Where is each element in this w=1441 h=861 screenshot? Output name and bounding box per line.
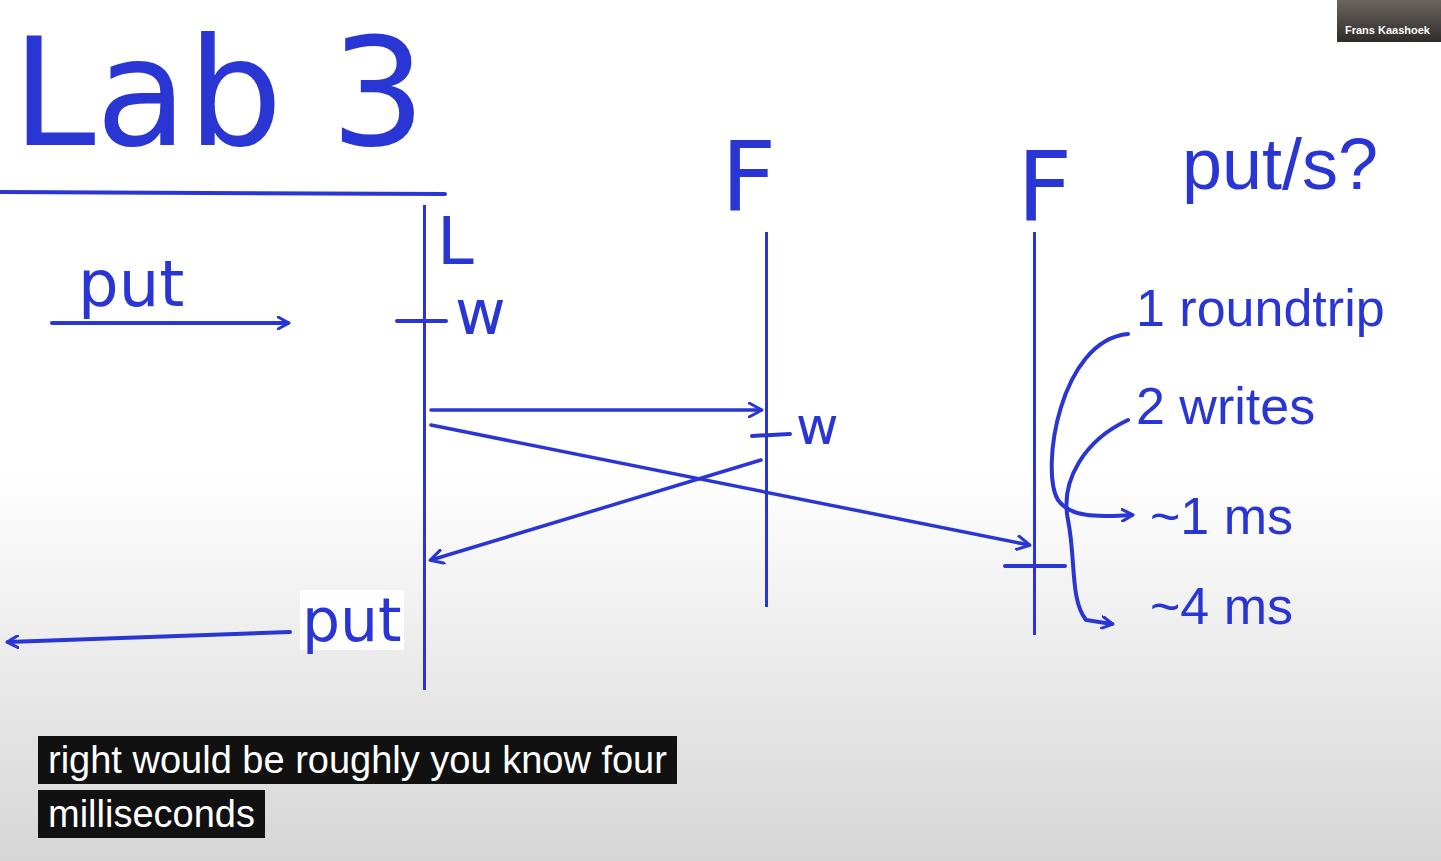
timeline: F [1029,232,1041,635]
title-underline [0,192,445,194]
timeline-heading: L [437,209,474,275]
write-mark: w [796,400,839,452]
subtitle-text: right would be roughly you know four mil… [38,736,677,838]
question-label: put/s? [1182,128,1378,200]
request-arrow [52,321,288,325]
operation-label: put [78,252,184,316]
message-arrow [431,425,1029,545]
timeline: F [761,232,773,607]
timeline-line [1033,232,1036,635]
timeline-line [765,232,768,607]
reply-arrow [8,632,290,642]
write-tick [397,319,446,323]
timeline-heading: F [1017,140,1072,236]
brace-curve [1067,420,1128,624]
write-tick [752,434,790,436]
message-arrow [431,408,761,412]
operation-label: put [300,590,404,650]
timeline: L [419,205,431,690]
write-mark: w [455,282,506,344]
note-text: 2 writes [1136,380,1315,432]
timeline-heading: F [721,130,776,226]
timeline-line [423,205,426,690]
presenter-name: Frans Kaashoek [1345,25,1430,36]
subtitle-box: right would be roughly you know four mil… [38,733,808,841]
message-arrow [431,460,761,560]
estimate-text: ~4 ms [1150,580,1293,632]
board-title: Lab 3 [12,18,426,168]
estimate-text: ~1 ms [1150,490,1293,542]
note-text: 1 roundtrip [1136,282,1385,334]
